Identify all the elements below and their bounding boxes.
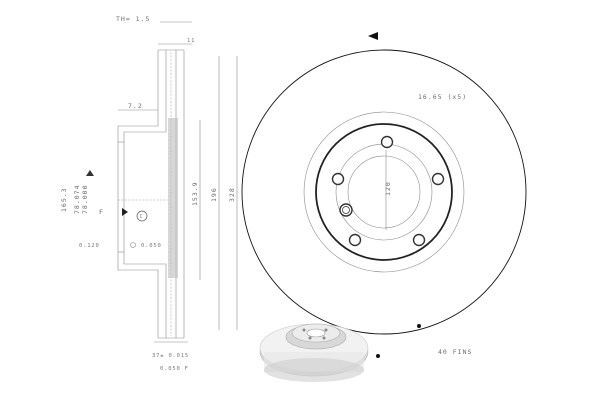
tol-bottom-2: 0.050 F xyxy=(160,366,189,372)
od-78-dimension: 78.074 xyxy=(73,185,81,214)
tol-bottom-1: 37± 0.015 xyxy=(152,353,189,359)
top-width-dimension: 11 xyxy=(187,38,195,44)
d-196-dimension: 196 xyxy=(210,187,218,202)
friction-inner-edge xyxy=(303,111,465,273)
bolt-hole xyxy=(412,233,426,247)
datum-f-arrow-icon xyxy=(122,208,128,216)
pcd-label: 120 xyxy=(384,181,392,196)
hub-hat-section xyxy=(117,122,168,280)
d-328-dimension: 328 xyxy=(228,187,236,202)
hub-offset-dimension: 7.2 xyxy=(128,102,143,110)
tol-right: 0.050 xyxy=(141,243,162,249)
datum-c-label: C xyxy=(140,214,144,220)
od-78b-dimension: 78.000 xyxy=(81,185,89,214)
rotation-arrow-icon xyxy=(368,32,378,40)
tol-symbol-icon xyxy=(130,242,136,248)
datum-c-circle xyxy=(136,210,148,222)
fins-dot-icon xyxy=(417,324,421,328)
locating-screw-hole xyxy=(339,203,353,217)
th-dimension: TH= 1.5 xyxy=(116,15,150,23)
bolt-hole xyxy=(431,172,445,186)
d-153-dimension: 153.9 xyxy=(191,181,199,206)
section-view: TH= 1.5 11 7.2 xyxy=(60,15,238,372)
bolt-hole xyxy=(331,172,345,186)
fins-dot-icon xyxy=(376,354,380,358)
disc-3d-thumbnail xyxy=(259,323,369,382)
tol-left: 0.120 xyxy=(79,243,100,249)
friction-ring-section xyxy=(157,49,185,339)
bolt-hole xyxy=(348,233,362,247)
center-bore xyxy=(347,155,421,229)
datum-f-label: F xyxy=(99,208,104,216)
bolt-hole xyxy=(380,135,394,149)
bolt-hole-callout: 16.65 (x5) xyxy=(418,93,467,101)
disc-outer-edge xyxy=(241,49,527,335)
od-165-dimension: 165.3 xyxy=(60,187,68,212)
datum-triangle-icon xyxy=(86,170,94,176)
face-view: 120 16.65 (x5) 40 FINS xyxy=(241,32,527,358)
hat-edge xyxy=(315,123,453,261)
fins-label: 40 FINS xyxy=(438,348,472,356)
